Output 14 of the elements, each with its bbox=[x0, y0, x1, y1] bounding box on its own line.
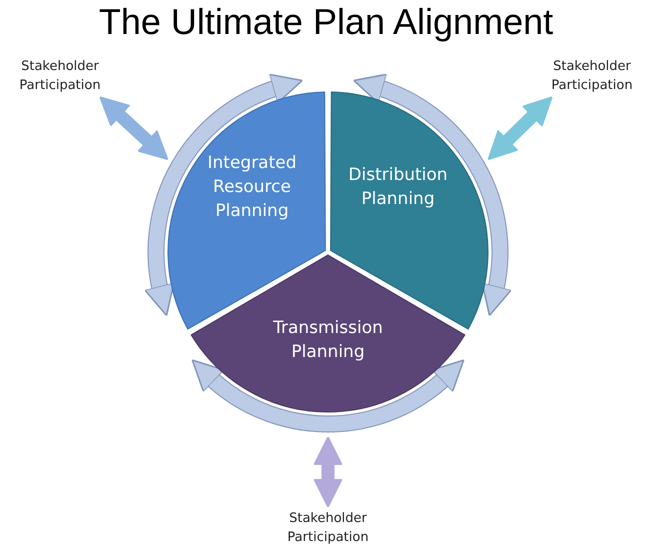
pie-segment bbox=[189, 252, 467, 412]
stakeholder-label: Stakeholder Participation bbox=[268, 509, 388, 547]
double-arrow bbox=[488, 96, 553, 160]
double-arrow bbox=[313, 436, 343, 508]
segment-label: Transmission Planning bbox=[272, 317, 384, 364]
stakeholder-label: Stakeholder Participation bbox=[0, 57, 120, 95]
cycle-arrow bbox=[144, 74, 303, 316]
cycle-arrow bbox=[353, 74, 512, 316]
cycle-arrow bbox=[190, 360, 466, 432]
title: The Ultimate Plan Alignment bbox=[98, 0, 554, 44]
segment-label: Distribution Planning bbox=[347, 164, 449, 211]
segment-label: Integrated Resource Planning bbox=[206, 152, 298, 223]
stakeholder-label: Stakeholder Participation bbox=[532, 57, 652, 95]
double-arrow bbox=[99, 96, 168, 160]
